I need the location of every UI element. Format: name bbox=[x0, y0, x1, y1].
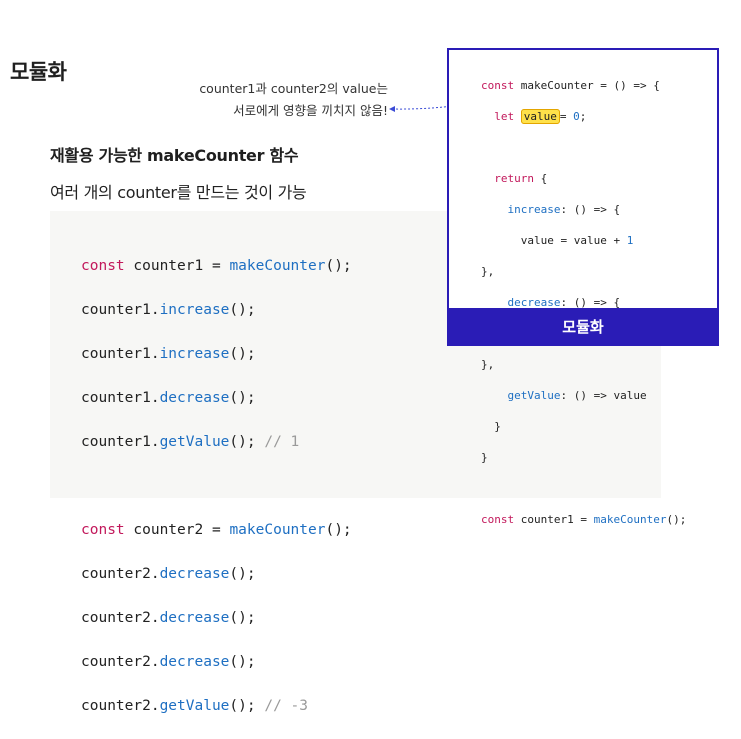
module-code-blank bbox=[481, 140, 686, 156]
function-name: makeCounter bbox=[229, 258, 326, 274]
identifier: counter2 bbox=[133, 522, 204, 538]
code-block: const counter1 = makeCounter(); counter1… bbox=[81, 233, 352, 739]
module-const-rest: counter1 = bbox=[514, 512, 594, 526]
call: (); bbox=[229, 566, 256, 582]
method-name: decrease bbox=[159, 390, 230, 406]
function-name: makeCounter bbox=[593, 512, 667, 526]
code-line: counter2.getValue(); // -3 bbox=[81, 695, 352, 717]
identifier: counter2 bbox=[81, 566, 151, 582]
module-diagram: const makeCounter = () => { let value= 0… bbox=[447, 48, 719, 526]
module-code-line: }, bbox=[481, 357, 495, 371]
page-title: 모듈화 bbox=[10, 60, 67, 84]
method-name: getValue bbox=[507, 388, 561, 402]
method-name: decrease bbox=[159, 566, 230, 582]
annotation-line-2: 서로에게 영향을 끼치지 않음! bbox=[233, 103, 388, 118]
code-line: const counter2 = makeCounter(); bbox=[81, 519, 352, 541]
keyword: let bbox=[494, 109, 515, 123]
function-name: makeCounter bbox=[229, 522, 326, 538]
method-name: decrease bbox=[507, 295, 561, 309]
call: (); bbox=[229, 610, 256, 626]
module-code-line: decrease: () => { bbox=[481, 295, 686, 311]
operator: = bbox=[203, 522, 230, 538]
highlighted-value: value bbox=[520, 108, 560, 124]
call: (); bbox=[325, 522, 352, 538]
module-code-line: const counter1 = makeCounter(); bbox=[481, 512, 686, 528]
module-code-line: }, bbox=[481, 264, 495, 278]
module-fn-rest: : () => { bbox=[560, 202, 621, 216]
call: (); bbox=[229, 390, 256, 406]
keyword: const bbox=[481, 78, 515, 92]
code-line: counter1.getValue(); // 1 bbox=[81, 431, 352, 453]
module-code-line: increase: () => { bbox=[481, 202, 686, 218]
operator: = bbox=[203, 258, 230, 274]
module-code-line: value = value + 1 bbox=[481, 233, 686, 249]
call: (); bbox=[229, 434, 256, 450]
dot: . bbox=[150, 346, 160, 362]
module-fn-rest: : () => value bbox=[560, 388, 647, 402]
module-let-rest: = 0; bbox=[559, 109, 587, 123]
identifier: counter1 bbox=[81, 434, 151, 450]
method-name: getValue bbox=[159, 698, 230, 714]
code-line: counter1.increase(); bbox=[81, 299, 352, 321]
module-const-rest: makeCounter = () => { bbox=[514, 78, 660, 92]
dot: . bbox=[150, 610, 160, 626]
brace: } bbox=[494, 419, 501, 433]
dot: . bbox=[150, 434, 160, 450]
module-code-line: let value= 0; bbox=[481, 108, 686, 125]
module-code-line: getValue: () => value bbox=[481, 388, 686, 404]
dot: . bbox=[150, 566, 160, 582]
method-name: getValue bbox=[159, 434, 230, 450]
keyword: const bbox=[81, 522, 125, 538]
call: (); bbox=[229, 698, 256, 714]
code-line: counter2.decrease(); bbox=[81, 651, 352, 673]
call: (); bbox=[229, 654, 256, 670]
method-name: increase bbox=[507, 202, 561, 216]
dot: . bbox=[150, 698, 160, 714]
dot: . bbox=[150, 302, 160, 318]
identifier: counter2 bbox=[81, 654, 151, 670]
method-name: increase bbox=[159, 346, 230, 362]
dot: . bbox=[150, 654, 160, 670]
method-name: increase bbox=[159, 302, 230, 318]
code-line: counter1.decrease(); bbox=[81, 387, 352, 409]
module-code-line: } bbox=[481, 450, 488, 464]
call: (); bbox=[229, 346, 256, 362]
number: 1 bbox=[626, 233, 634, 247]
code-blank-line bbox=[81, 475, 352, 497]
code-line: const counter1 = makeCounter(); bbox=[81, 255, 352, 277]
code-line: counter2.decrease(); bbox=[81, 563, 352, 585]
identifier: counter2 bbox=[81, 698, 151, 714]
comment: // 1 bbox=[264, 434, 300, 450]
keyword: return bbox=[494, 171, 534, 185]
method-name: decrease bbox=[159, 654, 230, 670]
code-line: counter2.decrease(); bbox=[81, 607, 352, 629]
module-fn-rest: : () => { bbox=[560, 295, 621, 309]
dot: . bbox=[150, 390, 160, 406]
module-code-line: } bbox=[481, 419, 686, 435]
module-body: value = value + bbox=[520, 233, 627, 247]
annotation-note: counter1과 counter2의 value는 서로에게 영향을 끼치지 … bbox=[180, 78, 388, 122]
identifier: counter1 bbox=[81, 390, 151, 406]
method-name: decrease bbox=[159, 610, 230, 626]
module-code-blank bbox=[481, 481, 686, 497]
identifier: counter2 bbox=[81, 610, 151, 626]
section-subtitle: 재활용 가능한 makeCounter 함수 bbox=[50, 146, 299, 165]
module-footer-label: 모듈화 bbox=[449, 308, 717, 344]
comment: // -3 bbox=[264, 698, 309, 714]
identifier: counter1 bbox=[81, 346, 151, 362]
identifier: counter1 bbox=[81, 302, 151, 318]
keyword: const bbox=[481, 512, 515, 526]
keyword: const bbox=[81, 258, 125, 274]
section-description: 여러 개의 counter를 만드는 것이 가능 bbox=[50, 183, 307, 202]
arrow-head bbox=[389, 106, 395, 112]
code-line: counter1.increase(); bbox=[81, 343, 352, 365]
identifier: counter1 bbox=[133, 258, 204, 274]
module-code-line: const makeCounter = () => { bbox=[481, 78, 686, 94]
call: (); bbox=[229, 302, 256, 318]
call: (); bbox=[666, 512, 687, 526]
module-code-line: return { bbox=[481, 171, 686, 187]
brace: { bbox=[534, 171, 548, 185]
call: (); bbox=[325, 258, 352, 274]
annotation-line-1: counter1과 counter2의 value는 bbox=[199, 81, 388, 96]
